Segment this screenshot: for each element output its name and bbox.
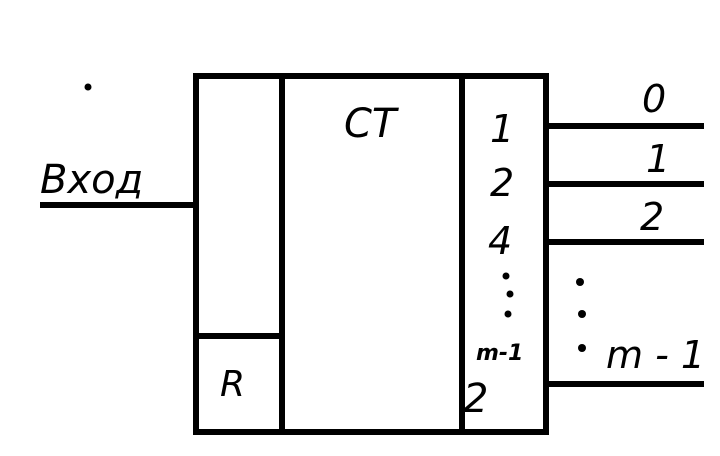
input-label: Вход [40, 157, 143, 203]
output-label-0: 0 [642, 77, 666, 121]
weight-dot-1 [502, 272, 510, 280]
weight-label-last-exponent: m-1 [476, 341, 523, 366]
weight-label-4: 4 [488, 219, 512, 263]
output-dot-3 [578, 344, 586, 352]
output-label-last: m - 1 [606, 333, 705, 377]
output-dot-1 [576, 278, 584, 286]
reset-label: R [220, 364, 245, 405]
output-label-2: 2 [640, 195, 664, 239]
counter-block [193, 73, 549, 435]
output-dot-2 [578, 310, 586, 318]
ct-label: СТ [344, 101, 400, 147]
weight-dot-2 [506, 290, 514, 298]
weight-label-2: 2 [490, 161, 514, 205]
output-label-1: 1 [646, 137, 670, 181]
stray-dot [84, 83, 92, 91]
weight-dot-3 [504, 310, 512, 318]
weight-label-1: 1 [490, 107, 514, 151]
weight-label-last-base: 2 [463, 376, 488, 422]
